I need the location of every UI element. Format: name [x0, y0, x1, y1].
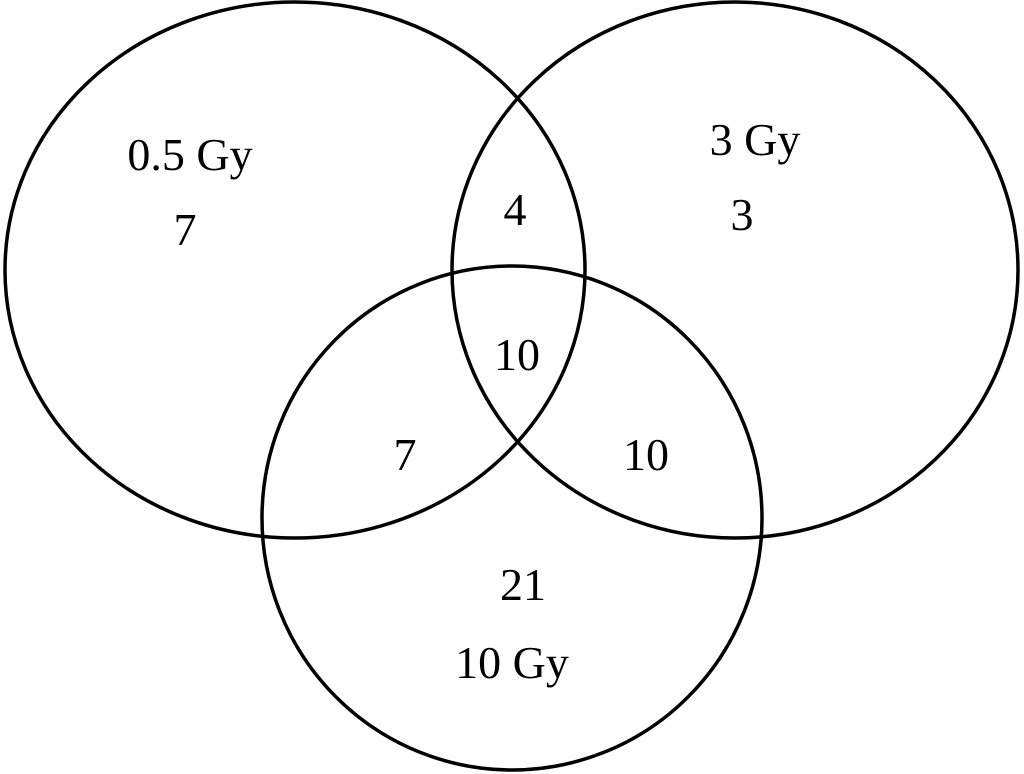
region-count-b-c: 10	[623, 429, 669, 480]
region-count-a-b-c: 10	[494, 329, 540, 380]
region-count-a-c: 7	[394, 429, 417, 480]
set-circle-c	[260, 264, 764, 772]
set-label-c: 10 Gy	[455, 637, 569, 688]
region-count-b-only: 3	[731, 189, 754, 240]
set-label-b: 3 Gy	[710, 114, 801, 165]
region-count-a-b: 4	[504, 184, 527, 235]
region-count-c-only: 21	[500, 559, 546, 610]
set-label-a: 0.5 Gy	[127, 129, 252, 180]
region-count-a-only: 7	[174, 204, 197, 255]
set-circle-a	[3, 0, 587, 540]
set-circle-b	[450, 0, 1020, 540]
